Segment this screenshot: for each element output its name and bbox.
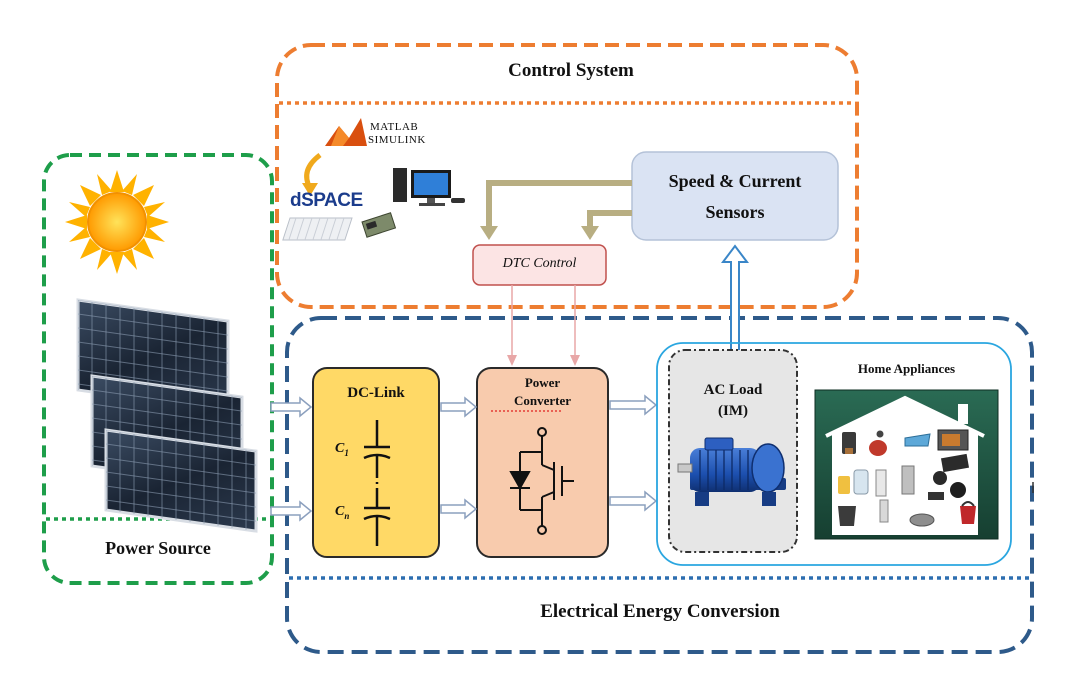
solar-panel-icon [76,298,258,533]
ac-load-label-line-1: AC Load [703,382,763,398]
power-converter-label-line-2: Converter [513,393,572,408]
control-system-title: Control System [508,60,634,81]
matlab-label-line-1: MATLAB [370,121,419,133]
feedback-arrow-head-2 [581,226,599,240]
arrow-curve-icon [302,153,322,196]
feedback-arrows [486,180,632,226]
sensors-label: Speed & Current Sensors [632,166,838,228]
ac-load-label: AC Load (IM) [669,380,797,422]
cap-1-letter: C [335,441,345,456]
cap-1-label: C1 [335,441,349,458]
appliance-icons [838,429,976,527]
cap-n-letter: C [335,504,345,519]
matlab-logo-icon [325,118,367,146]
sensors-label-line-1: Speed & Current [668,171,802,191]
dc-link-label: DC-Link [347,385,405,401]
induction-motor-icon [677,437,786,506]
home-appliances-label: Home Appliances [857,361,956,376]
dspace-logo: dSPACE [290,190,363,211]
dtc-arrow-head-1 [507,355,517,366]
matlab-label: MATLAB SIMULINK [368,121,426,147]
control-system-frame [275,43,859,309]
conversion-group [285,316,1034,654]
dtc-control-label: DTC Control [502,256,577,271]
sensors-label-line-2: Sensors [705,202,765,222]
cap-n-label: Cn [335,504,349,521]
sensor-feedback-arrow [721,244,749,362]
ac-load-label-line-2: (IM) [718,403,748,419]
sun-icon [65,170,169,274]
power-flow-arrows [270,394,658,522]
feedback-arrow-head-1 [480,226,498,240]
power-converter-label-line-1: Power [524,375,561,390]
power-source-title: Power Source [105,538,211,558]
dspace-hardware-icon [282,212,397,241]
power-source-frame [42,153,274,585]
dtc-control-box[interactable] [472,244,607,286]
power-converter-label: Power Converter [477,374,608,410]
capacitor-icon [363,420,391,546]
igbt-symbol-icon [509,427,574,535]
computer-icon [393,168,465,206]
cap-1-subscript: 1 [344,447,349,458]
dtc-arrow-head-2 [570,355,580,366]
cap-n-subscript: n [344,510,350,521]
load-frame [656,342,1012,566]
dtc-to-converter-arrows [511,285,576,358]
conversion-frame [285,316,1034,654]
matlab-label-line-2: SIMULINK [368,134,426,146]
sensors-box[interactable] [631,151,839,241]
conversion-title: Electrical Energy Conversion [540,601,780,622]
control-system-group [275,43,859,309]
